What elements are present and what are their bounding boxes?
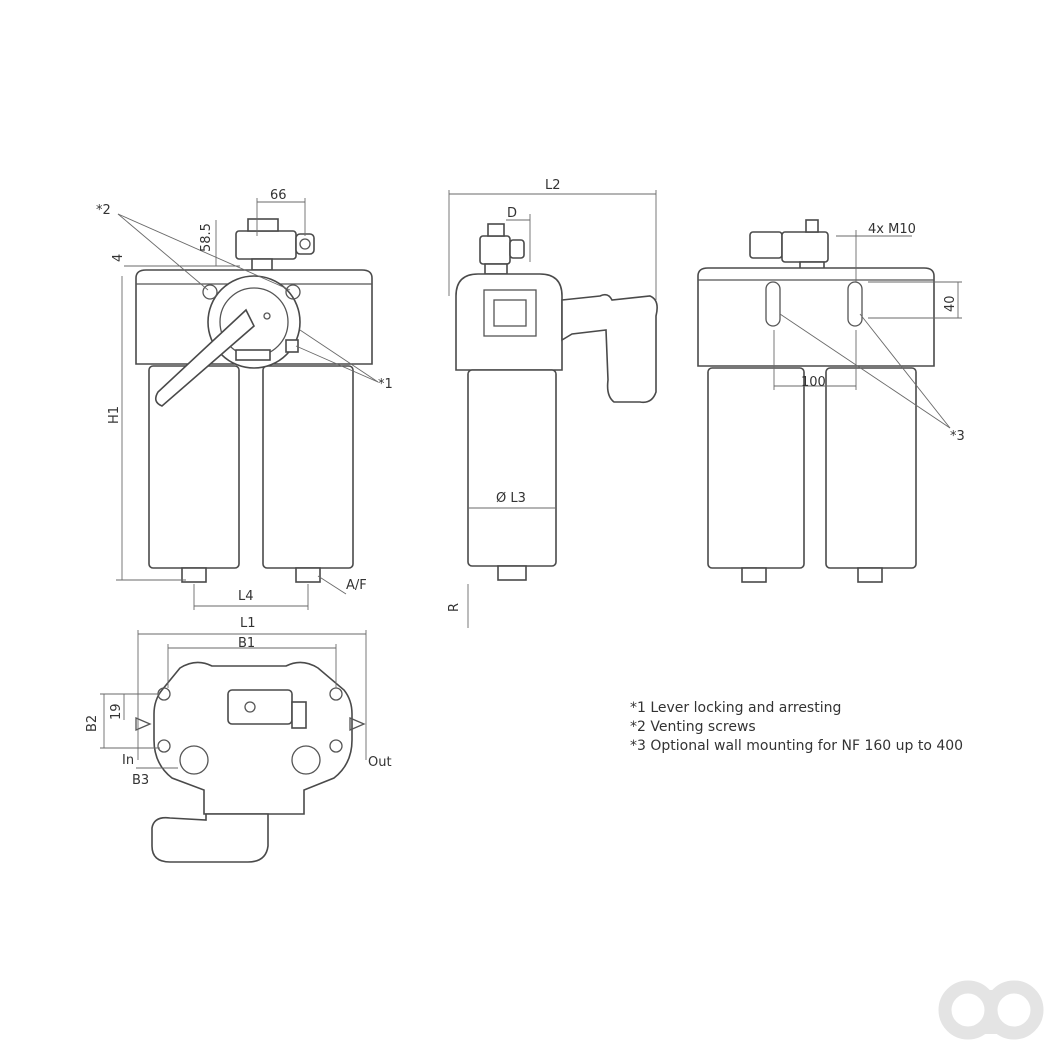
front-view bbox=[116, 198, 379, 610]
top-solenoid bbox=[227, 689, 293, 725]
rear-drain-left bbox=[741, 567, 767, 583]
side-view bbox=[448, 190, 658, 628]
rear-slot-right bbox=[847, 281, 863, 327]
front-lever-handle bbox=[154, 308, 255, 407]
front-drain-right bbox=[295, 567, 321, 583]
leader-2-left bbox=[117, 213, 209, 291]
label-19: 19 bbox=[109, 703, 124, 720]
front-nameplate bbox=[235, 349, 271, 361]
dim-af-leader bbox=[317, 575, 347, 595]
label-note-2-front: *2 bbox=[96, 203, 111, 218]
front-lock-pin bbox=[285, 339, 299, 353]
top-arrow-out bbox=[349, 717, 366, 731]
top-hole-br bbox=[329, 739, 343, 753]
top-hole-bl bbox=[157, 739, 171, 753]
top-view bbox=[100, 630, 367, 863]
rear-view bbox=[697, 219, 962, 583]
label-66: 66 bbox=[270, 188, 287, 203]
leader-3-right bbox=[859, 313, 951, 429]
front-solenoid-cap bbox=[247, 218, 279, 232]
label-l2: L2 bbox=[545, 178, 561, 193]
front-vent-screw-right bbox=[285, 284, 301, 300]
rear-solenoid bbox=[749, 231, 783, 259]
front-solenoid bbox=[235, 230, 297, 260]
label-b1: B1 bbox=[238, 636, 255, 651]
front-valve-dot bbox=[263, 312, 271, 320]
label-l1: L1 bbox=[240, 616, 256, 631]
rear-bowl-right bbox=[825, 367, 917, 569]
side-stem bbox=[484, 263, 508, 275]
rear-solenoid-cap bbox=[805, 219, 819, 233]
label-100: 100 bbox=[801, 375, 826, 390]
front-vent-screw-left bbox=[202, 284, 218, 300]
top-solenoid-screw bbox=[244, 701, 256, 713]
note-1: *1 Lever locking and arresting bbox=[630, 700, 841, 716]
front-plug-screw bbox=[299, 238, 311, 250]
label-40: 40 bbox=[943, 295, 958, 312]
label-d: D bbox=[507, 206, 517, 221]
label-r: R bbox=[447, 603, 462, 612]
label-l4: L4 bbox=[238, 589, 254, 604]
side-bowl bbox=[467, 369, 557, 567]
note-3: *3 Optional wall mounting for NF 160 up … bbox=[630, 738, 963, 754]
label-af: A/F bbox=[346, 578, 367, 593]
label-note-1-front: *1 bbox=[378, 377, 393, 392]
leader-2-right bbox=[117, 213, 291, 291]
side-solenoid bbox=[479, 235, 511, 265]
label-58-5: 58.5 bbox=[199, 223, 214, 252]
ao-logo-icon bbox=[938, 980, 1044, 1040]
rear-solenoid-body bbox=[781, 231, 829, 263]
label-b2: B2 bbox=[85, 715, 100, 732]
side-solenoid-plug bbox=[509, 239, 525, 259]
top-body bbox=[153, 661, 353, 815]
label-4: 4 bbox=[111, 254, 126, 262]
front-bowl-right bbox=[262, 365, 354, 569]
front-solenoid-plug bbox=[295, 233, 315, 255]
side-port-inner bbox=[493, 299, 527, 327]
top-lock bbox=[291, 701, 307, 729]
label-note-3-rear: *3 bbox=[950, 429, 965, 444]
top-arrow-in bbox=[135, 717, 152, 731]
notes: *1 Lever locking and arresting *2 Ventin… bbox=[630, 700, 963, 754]
rear-head bbox=[697, 267, 935, 367]
leader-1-lower bbox=[295, 345, 379, 383]
side-lever-handle bbox=[561, 293, 658, 404]
leader-1-upper bbox=[299, 329, 379, 383]
dimension-labels: 66 58.5 4 *2 *1 H1 L4 A/F L2 D Ø L3 R 4x… bbox=[85, 178, 965, 788]
label-b3: B3 bbox=[132, 773, 149, 788]
rear-bowl-left bbox=[707, 367, 805, 569]
side-drain bbox=[497, 565, 527, 581]
label-out: Out bbox=[368, 755, 392, 770]
top-port-in bbox=[179, 745, 209, 775]
side-solenoid-cap bbox=[487, 223, 505, 237]
front-drain-left bbox=[181, 567, 207, 583]
side-port-outer bbox=[483, 289, 537, 337]
top-port-out bbox=[291, 745, 321, 775]
leader-3-left bbox=[779, 313, 951, 429]
label-h1: H1 bbox=[107, 406, 122, 424]
note-2: *2 Venting screws bbox=[630, 719, 756, 735]
side-head bbox=[455, 273, 563, 371]
label-l3: Ø L3 bbox=[496, 491, 526, 506]
rear-slot-left bbox=[765, 281, 781, 327]
label-m10: 4x M10 bbox=[868, 222, 916, 237]
front-stem bbox=[251, 258, 273, 271]
top-lever-handle bbox=[151, 813, 269, 863]
label-in: In bbox=[122, 753, 134, 768]
rear-drain-right bbox=[857, 567, 883, 583]
